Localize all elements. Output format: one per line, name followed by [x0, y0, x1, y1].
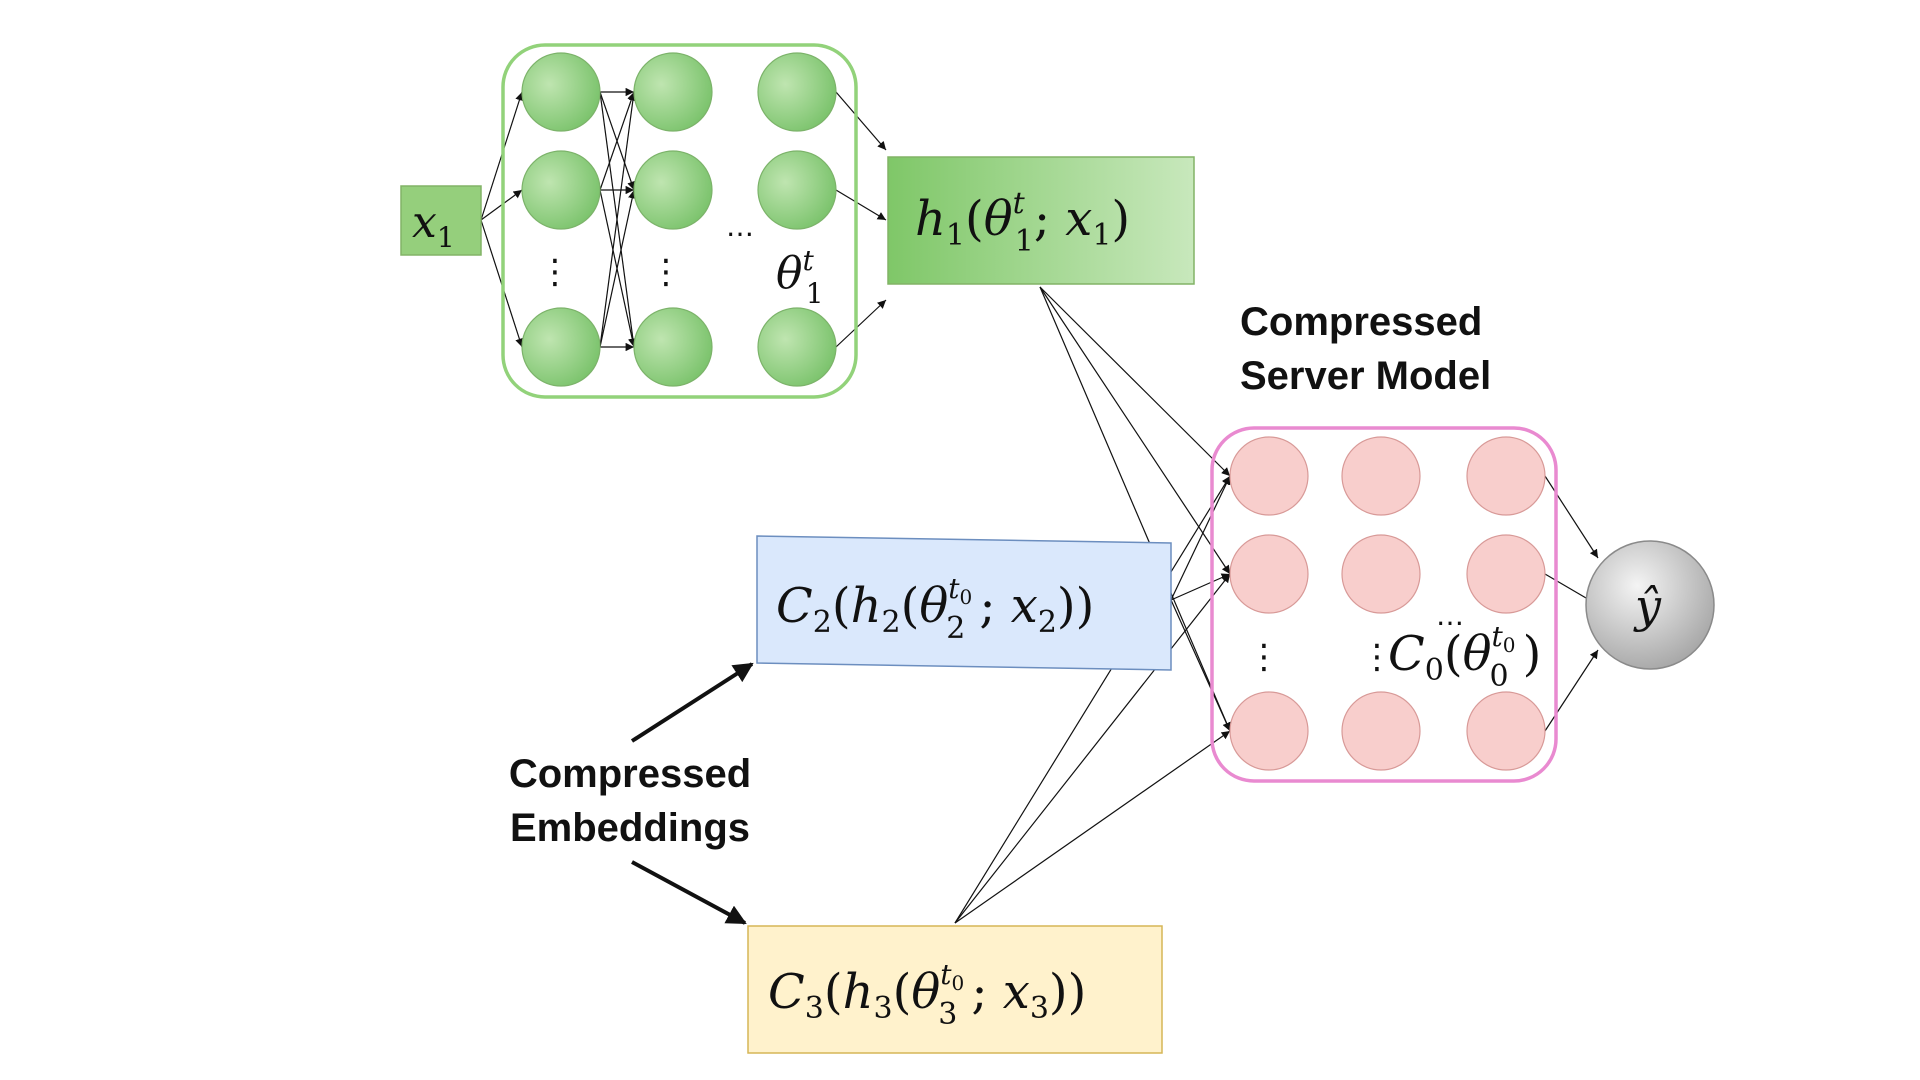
edge-l3-to-h1-0: [835, 91, 887, 151]
client1-input-box: [400, 185, 482, 256]
client1-input-label: x1: [412, 197, 455, 254]
client1-node-c2-r2: [757, 307, 837, 387]
edge-server-to-output-0: [1544, 475, 1599, 559]
embeddings-label-line1: Compressed: [509, 752, 751, 796]
client1-node-c0-r0: [521, 52, 601, 132]
server-node-c1-r1: [1341, 534, 1421, 614]
server-vdots-col2: ⋮: [1360, 637, 1394, 677]
client1-node-c0-r1: [521, 150, 601, 230]
edge-emb0-to-server-1: [1039, 286, 1231, 575]
edge-server-to-output-2: [1544, 649, 1599, 732]
server-hdots: …: [1436, 599, 1464, 632]
edge-l1-l2-1-0: [599, 91, 636, 191]
embeddings-label-line2: Embeddings: [510, 806, 750, 850]
edge-emb1-to-server-1: [1170, 573, 1231, 601]
client1-vdots-col2: ⋮: [649, 252, 683, 292]
client2-embedding-box: [756, 535, 1172, 671]
server-node-c0-r0: [1229, 436, 1309, 516]
edge-emb2-to-server-0: [954, 475, 1231, 924]
server-model-border: [1210, 426, 1558, 783]
server-vdots-col1: ⋮: [1247, 637, 1281, 677]
server-title-line2: Server Model: [1240, 354, 1491, 398]
client1-hdots: …: [726, 210, 754, 243]
client1-node-c1-r0: [633, 52, 713, 132]
client1-input: x1: [400, 185, 482, 256]
client1-node-c1-r1: [633, 150, 713, 230]
client3-embedding-box: [747, 925, 1163, 1054]
edge-l1-l2-2-0: [599, 91, 638, 348]
edge-emb0-to-server-2: [1039, 286, 1231, 732]
output-node: ŷ: [1585, 540, 1715, 670]
embeddings-arrow-to-client3: [631, 860, 747, 925]
server-node-c2-r2: [1466, 691, 1546, 771]
server-node-c0-r1: [1229, 534, 1309, 614]
edge-l3-to-h1-1: [835, 189, 887, 221]
server-node-c1-r0: [1341, 436, 1421, 516]
edge-emb2-to-server-2: [954, 730, 1231, 924]
client1-node-c2-r0: [757, 52, 837, 132]
client1-node-c2-r1: [757, 150, 837, 230]
edge-emb1-to-server-2: [1170, 599, 1231, 732]
server-node-c2-r0: [1466, 436, 1546, 516]
client1-embedding-box: [887, 156, 1195, 285]
edges: [480, 87, 1599, 924]
client1-node-c0-r2: [521, 307, 601, 387]
edge-emb2-to-server-1: [954, 573, 1231, 924]
client1-node-c1-r2: [633, 307, 713, 387]
server-node-c1-r2: [1341, 691, 1421, 771]
edge-emb1-to-server-0: [1170, 475, 1231, 601]
embeddings-arrow-to-client2: [630, 662, 754, 743]
output-label: ŷ: [1633, 579, 1662, 633]
edge-emb0-to-server-0: [1039, 286, 1231, 477]
output-circle: [1585, 540, 1715, 670]
embeddings-annotation: Compressed Embeddings: [509, 662, 754, 925]
server-node-c2-r1: [1466, 534, 1546, 614]
edge-l1-l2-2-1: [599, 189, 637, 348]
server-title-line1: Compressed: [1240, 300, 1482, 344]
server-node-c0-r2: [1229, 691, 1309, 771]
client1-model-border: [501, 43, 858, 399]
edge-l3-to-h1-2: [835, 299, 887, 348]
client1-vdots-col1: ⋮: [538, 252, 572, 292]
